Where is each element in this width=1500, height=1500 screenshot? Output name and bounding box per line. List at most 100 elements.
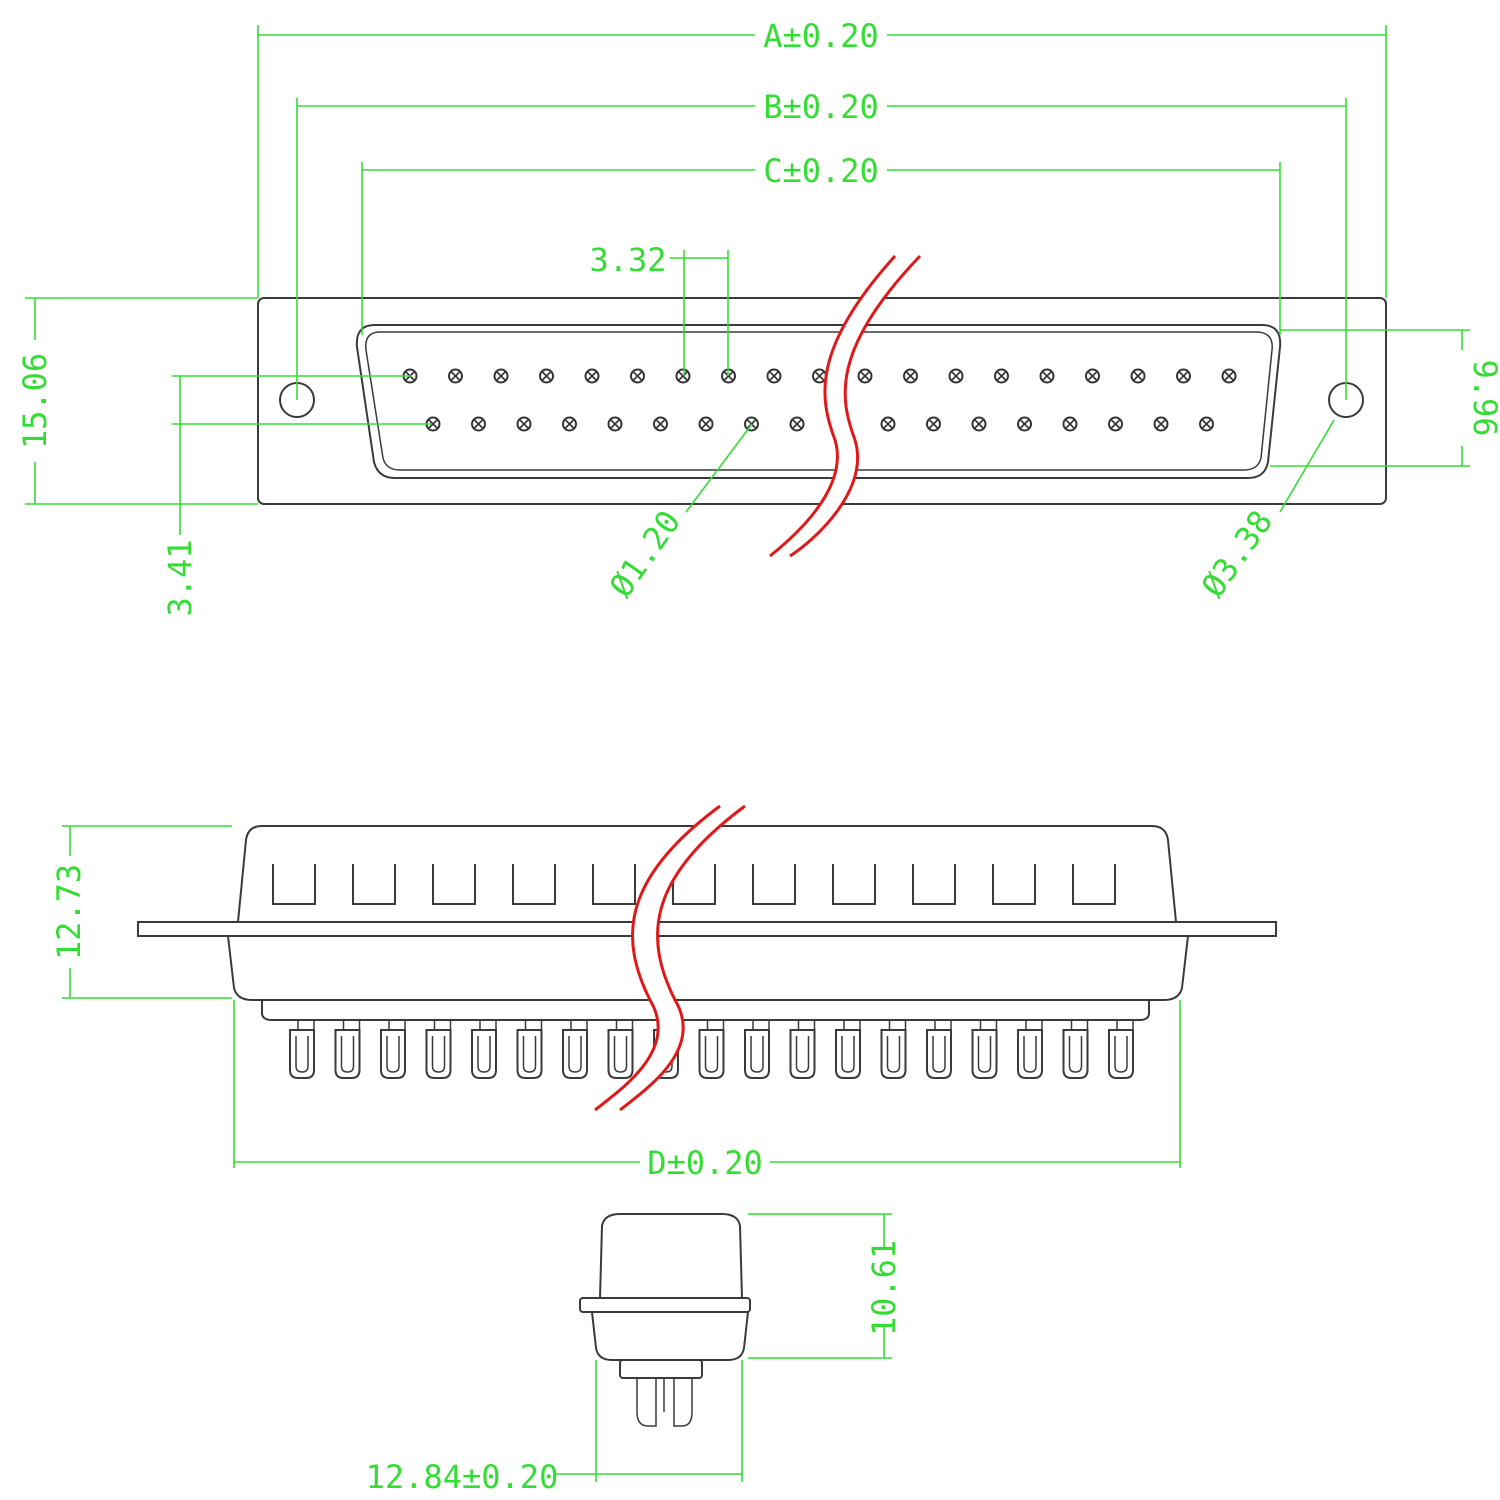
flange-outline (257, 297, 1387, 505)
pin-row2 (516, 416, 532, 432)
solder-cup (289, 1029, 315, 1079)
pin-row1 (948, 368, 964, 384)
solder-cup-inner (522, 1036, 537, 1073)
solder-cup (971, 1029, 998, 1079)
solder-cup-inner (613, 1036, 628, 1073)
pin-row2 (971, 416, 987, 432)
end-solder-cup-right (673, 1378, 693, 1427)
solder-cup (607, 1029, 634, 1079)
pin-row1 (994, 368, 1009, 384)
side-insulator (261, 1000, 1150, 1021)
pin-row2 (698, 416, 714, 432)
pin-row1 (1221, 368, 1237, 384)
solder-cup (380, 1029, 406, 1079)
side-view (137, 825, 1277, 1079)
side-slot (592, 864, 636, 905)
end-insulator (619, 1359, 703, 1379)
side-body-lower (227, 935, 1189, 1001)
dim-row-offset-label: 3.41 (161, 539, 199, 616)
solder-cup (562, 1029, 588, 1079)
pin-row1 (812, 368, 827, 384)
solder-cup (1017, 1029, 1043, 1079)
pin-row1 (675, 368, 691, 384)
pin-row2 (607, 416, 623, 432)
dim-mount-hole-label: Ø3.38 (1194, 503, 1280, 604)
dim-end-width-label: 12.84±0.20 (366, 1458, 559, 1496)
pin-row1 (1130, 368, 1146, 384)
end-view-dimensions: 10.61 12.84±0.20 (366, 1213, 903, 1496)
dim-pin-pitch-label: 3.32 (589, 241, 666, 279)
side-slot (912, 864, 956, 905)
side-slot (1072, 864, 1116, 905)
dim-pin-diameter-label: Ø1.20 (602, 503, 688, 604)
side-slot (992, 864, 1036, 905)
solder-cup-inner (841, 1036, 855, 1073)
dim-flange-height-label: 15.06 (16, 353, 54, 449)
end-solder-cup-left (636, 1378, 657, 1427)
dim-shell-height-label: 9.96 (1466, 359, 1500, 436)
pin-row1 (1039, 368, 1055, 384)
pin-row1 (903, 368, 918, 384)
pin-row2 (926, 416, 941, 432)
solder-cup (516, 1029, 543, 1079)
solder-cup (1062, 1029, 1089, 1079)
solder-cup (1108, 1029, 1134, 1079)
solder-cup (744, 1029, 770, 1079)
side-slot (352, 864, 396, 905)
pin-row2 (471, 416, 486, 432)
solder-cup (698, 1029, 725, 1079)
end-view (579, 1213, 751, 1427)
dim-d-label: D±0.20 (647, 1144, 763, 1182)
solder-cup-inner (932, 1036, 946, 1073)
pin-row1 (1176, 368, 1191, 384)
solder-cup-inner (886, 1036, 901, 1073)
solder-cup-inner (977, 1036, 992, 1073)
pin-row2 (425, 416, 441, 432)
end-body-lower (591, 1311, 749, 1361)
solder-cup (334, 1029, 361, 1079)
solder-cup-inner (704, 1036, 719, 1073)
d-shell-outline (355, 324, 1282, 479)
solder-cup-inner (477, 1036, 491, 1073)
side-slot (832, 864, 876, 905)
pin-row1 (493, 368, 509, 384)
pin-row1 (766, 368, 782, 384)
solder-cup (835, 1029, 861, 1079)
pin-row2 (1199, 416, 1214, 432)
solder-cup-inner (340, 1036, 355, 1073)
pin-row1 (630, 368, 645, 384)
pin-row1 (857, 368, 873, 384)
side-slot (672, 864, 716, 905)
side-flange (137, 921, 1277, 937)
solder-cup-inner (431, 1036, 446, 1073)
pin-row1 (448, 368, 463, 384)
pin-array (402, 368, 1237, 432)
pin-row1 (1085, 368, 1100, 384)
solder-cup-inner (386, 1036, 400, 1073)
dim-side-height-label: 12.73 (50, 864, 88, 960)
solder-cup-inner (750, 1036, 764, 1073)
dim-end-height-label: 10.61 (865, 1240, 903, 1336)
pin-row1 (539, 368, 554, 384)
solder-cup (425, 1029, 452, 1079)
side-slot (512, 864, 556, 905)
solder-cup (926, 1029, 952, 1079)
solder-cup (789, 1029, 816, 1079)
end-flange (579, 1297, 751, 1313)
side-slot (432, 864, 476, 905)
side-slot (752, 864, 796, 905)
solder-cup (880, 1029, 907, 1079)
pin-row2 (1153, 416, 1169, 432)
top-view (257, 297, 1387, 505)
solder-cup-inner (1068, 1036, 1083, 1073)
side-slot (272, 864, 316, 905)
d-shell-inner (365, 331, 1273, 471)
pin-row2 (1108, 416, 1123, 432)
break-line-side (594, 804, 746, 1112)
dim-b-label: B±0.20 (763, 88, 879, 126)
solder-cup (471, 1029, 497, 1079)
top-view-dimensions: A±0.20 B±0.20 C±0.20 3.32 15.06 3.41 (16, 17, 1500, 617)
end-shell-upper (599, 1213, 743, 1299)
pin-row2 (653, 416, 668, 432)
